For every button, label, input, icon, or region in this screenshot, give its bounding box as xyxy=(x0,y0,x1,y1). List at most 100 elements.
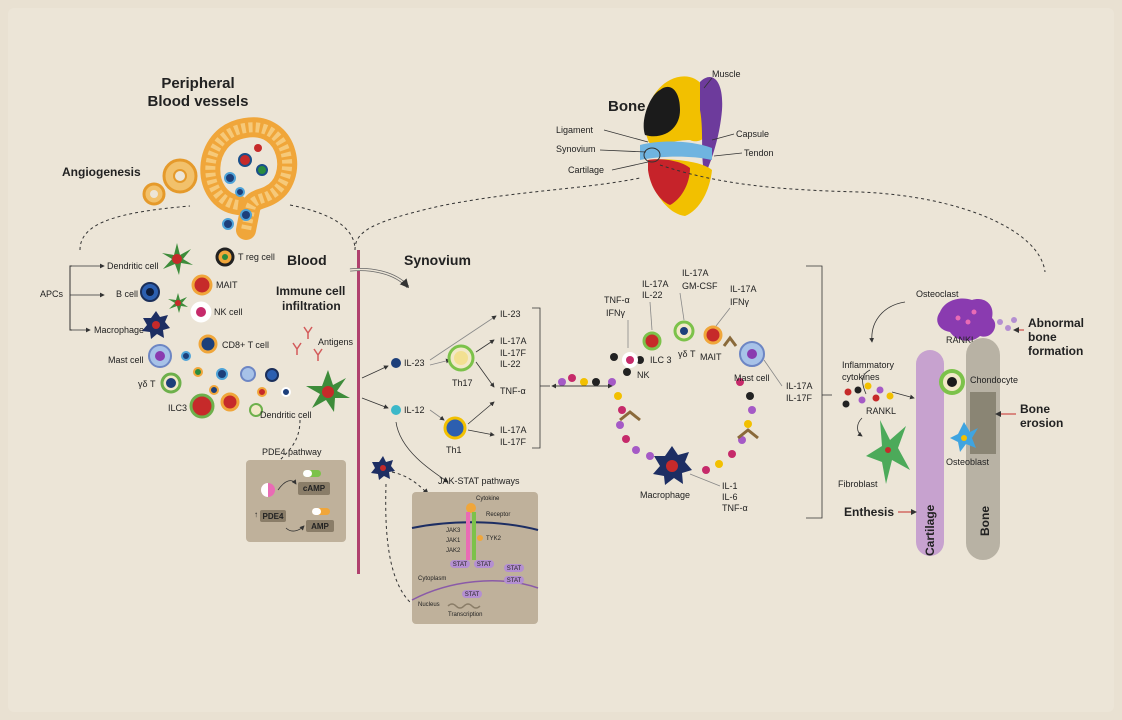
small-dendritic-icon xyxy=(168,293,188,313)
dendritic-cell-label: Dendritic cell xyxy=(107,261,159,271)
angiogenesis-label: Angiogenesis xyxy=(62,165,141,179)
immune-ring-section: TNF-α IFNγ IL-17A IL-22 IL-17A GM-CSF IL… xyxy=(551,265,832,519)
ilc3-icon xyxy=(189,393,215,419)
dc-to-il12 xyxy=(361,397,389,409)
dna-icon xyxy=(447,603,481,609)
rankl-arrow xyxy=(857,417,863,437)
jak-dashed-link xyxy=(385,483,413,605)
pde4-label: PDE4 xyxy=(263,512,284,521)
stat-pill xyxy=(474,560,494,568)
resorption-dot xyxy=(1011,317,1017,323)
treg-nucleus xyxy=(222,254,228,260)
mait-icon xyxy=(191,274,213,296)
osteoclast-nucleus xyxy=(971,309,977,315)
ring-dots xyxy=(558,353,756,474)
cd8-icon xyxy=(198,334,218,354)
stat-pill xyxy=(462,590,482,598)
receptor-chain-2 xyxy=(472,512,476,560)
nucleus-label: Nucleus xyxy=(418,602,440,608)
vessel-blood-cell xyxy=(254,144,262,152)
synovium-band xyxy=(640,141,712,160)
ring-macrophage-icon xyxy=(653,446,692,485)
vessel-blood-cell xyxy=(222,218,234,230)
antigens-icon xyxy=(292,326,323,361)
cytoplasm-label: Cytoplasm xyxy=(418,576,446,582)
vessel-blood-cell xyxy=(235,187,245,197)
mac-tnf-label: TNF-α xyxy=(722,503,748,513)
chondocyte-label: Chondocyte xyxy=(970,375,1018,385)
tendon-label: Tendon xyxy=(744,148,774,158)
resorption-dot xyxy=(997,319,1003,325)
tyk2-label: TYK2 xyxy=(486,536,502,542)
fibroblast-nucleus xyxy=(885,447,891,453)
stat-label-1: STAT xyxy=(453,562,468,568)
bone-erosion-line-1: Bone xyxy=(1020,402,1050,416)
out-il22-label: IL-22 xyxy=(500,359,521,369)
capsule-label: Capsule xyxy=(736,129,769,139)
receptor-label: Receptor xyxy=(486,512,510,518)
ring-macrophage-label: Macrophage xyxy=(640,490,690,500)
ring-nk-nucleus xyxy=(626,356,634,364)
stat-pill xyxy=(450,560,470,568)
transcription-label: Transcription xyxy=(448,612,482,618)
ring-link xyxy=(679,292,685,321)
synovium-joint-label: Synovium xyxy=(556,144,596,154)
nk-tnf-label: TNF-α xyxy=(604,295,630,305)
b-cell-nucleus xyxy=(146,288,154,296)
pde4-arrow xyxy=(277,479,297,491)
jak3-label: JAK3 xyxy=(446,528,461,534)
scatter-cell xyxy=(216,368,228,380)
angiogenesis-lumen xyxy=(150,190,158,198)
pde4-cell-half-white xyxy=(261,483,268,497)
upper-bone-black xyxy=(643,86,680,137)
inflam-line-2: cytokines xyxy=(842,372,880,382)
chevron-icon xyxy=(722,335,738,347)
ring-ilc3-label: ILC 3 xyxy=(650,355,672,365)
out-tnf-label: TNF-α xyxy=(500,386,526,396)
il23-to-th17 xyxy=(429,358,451,366)
il12-to-jak xyxy=(395,421,449,483)
scatter-cell xyxy=(265,368,279,382)
blood-barrier-bar xyxy=(357,250,360,574)
jak1-label: JAK1 xyxy=(446,538,461,544)
synovium-title: Synovium xyxy=(404,252,471,268)
nk-label: NK cell xyxy=(214,307,243,317)
stat-label-4: STAT xyxy=(507,578,522,584)
bone-title: Bone xyxy=(608,98,646,115)
mast-cell-nucleus xyxy=(155,351,165,361)
gd-t-label: γδ T xyxy=(138,379,156,389)
dendritic-cell-icon xyxy=(162,243,193,275)
angiogenesis-lumen xyxy=(173,169,187,183)
inflam-link xyxy=(862,369,871,395)
joint-leader xyxy=(703,77,713,89)
mast-cell-label: Mast cell xyxy=(108,355,144,365)
joint-leader xyxy=(713,152,743,157)
nk-nucleus xyxy=(196,307,206,317)
dashed-outline-right xyxy=(289,204,356,251)
scatter-cell xyxy=(181,351,191,361)
abnormal-line-3: formation xyxy=(1028,344,1083,358)
th1-il17a-label: IL-17A xyxy=(500,425,527,435)
enthesis-label: Enthesis xyxy=(844,505,894,519)
cartilage-vertical-label: Cartilage xyxy=(923,504,937,556)
stat-pill xyxy=(504,576,524,584)
scatter-cell xyxy=(249,403,263,417)
vessels-title-1: Peripheral xyxy=(161,75,234,92)
bone-panel-section: Osteoclast RANKL Abnormal bone formation… xyxy=(838,289,1084,560)
rankl-label: RANKL xyxy=(866,406,896,416)
apcs-label: APCs xyxy=(40,289,64,299)
chevron-icon xyxy=(619,410,641,422)
inflam-line-1: Inflammatory xyxy=(842,360,895,370)
mait-il17a-label: IL-17A xyxy=(730,284,757,294)
nk-ifn-label: IFNγ xyxy=(606,308,625,318)
osteoblast-nucleus xyxy=(961,435,967,441)
scatter-cell xyxy=(193,367,203,377)
osteoclast-nucleus xyxy=(955,315,961,321)
cd8-label: CD8+ T cell xyxy=(222,340,269,350)
treg-label: T reg cell xyxy=(238,252,275,262)
cytokine-label: Cytokine xyxy=(476,496,500,502)
jak-title: JAK-STAT pathways xyxy=(438,476,520,486)
osteoclast-icon xyxy=(937,298,996,341)
bone-vertical-label: Bone xyxy=(978,506,992,536)
